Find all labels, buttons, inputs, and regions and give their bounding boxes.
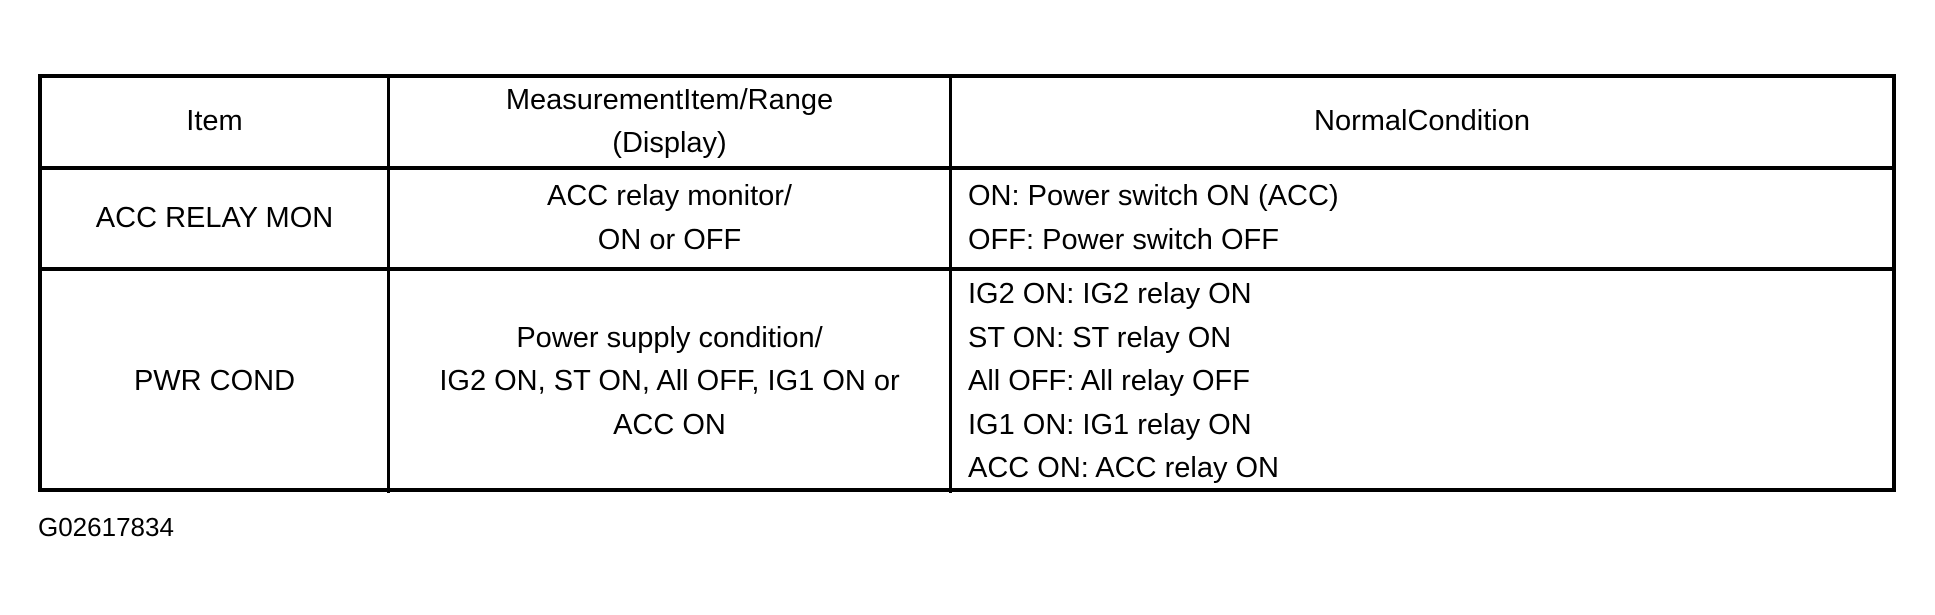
header-cell-item: Item (42, 78, 390, 170)
normal-condition-line: ON: Power switch ON (ACC) (968, 180, 1339, 212)
table-cell-normal-pwr-cond: IG2 ON: IG2 relay ON ST ON: ST relay ON … (952, 271, 1892, 493)
figure-id-label: G02617834 (38, 512, 174, 542)
measurement-line: ON or OFF (597, 223, 742, 256)
normal-condition-line: OFF: Power switch OFF (968, 223, 1279, 256)
table-cell-item-pwr-cond: PWR COND (42, 271, 390, 493)
measurement-line: ACC relay monitor/ (547, 180, 792, 212)
header-label-measurement-range-line1: MeasurementItem/Range (505, 83, 834, 116)
normal-condition-line: ACC ON: ACC relay ON (968, 452, 1279, 484)
table-cell-measurement-pwr-cond: Power supply condition/ IG2 ON, ST ON, A… (390, 271, 952, 493)
header-label-item: Item (186, 105, 243, 138)
header-cell-measurement-range: MeasurementItem/Range (Display) (390, 78, 952, 170)
table-cell-measurement-acc-relay-mon: ACC relay monitor/ ON or OFF (390, 170, 952, 271)
normal-condition-line: All OFF: All relay OFF (968, 365, 1250, 397)
header-label-normal-condition: NormalCondition (1314, 105, 1530, 138)
header-label-measurement-range-line2: (Display) (612, 127, 727, 159)
measurement-conditions-table: Item MeasurementItem/Range (Display) Nor… (38, 74, 1896, 493)
table-cell-normal-acc-relay-mon: ON: Power switch ON (ACC) OFF: Power swi… (952, 170, 1892, 271)
item-label: ACC RELAY MON (95, 201, 334, 234)
table-cell-item-acc-relay-mon: ACC RELAY MON (42, 170, 390, 271)
measurement-line: ACC ON (613, 408, 726, 441)
header-cell-normal-condition: NormalCondition (952, 78, 1892, 170)
normal-condition-line: ST ON: ST relay ON (968, 321, 1232, 354)
item-label: PWR COND (133, 365, 296, 397)
normal-condition-line: IG2 ON: IG2 relay ON (968, 278, 1252, 310)
normal-condition-line: IG1 ON: IG1 relay ON (968, 408, 1252, 441)
measurement-line: IG2 ON, ST ON, All OFF, IG1 ON or (439, 365, 900, 397)
measurement-line: Power supply condition/ (516, 321, 823, 354)
